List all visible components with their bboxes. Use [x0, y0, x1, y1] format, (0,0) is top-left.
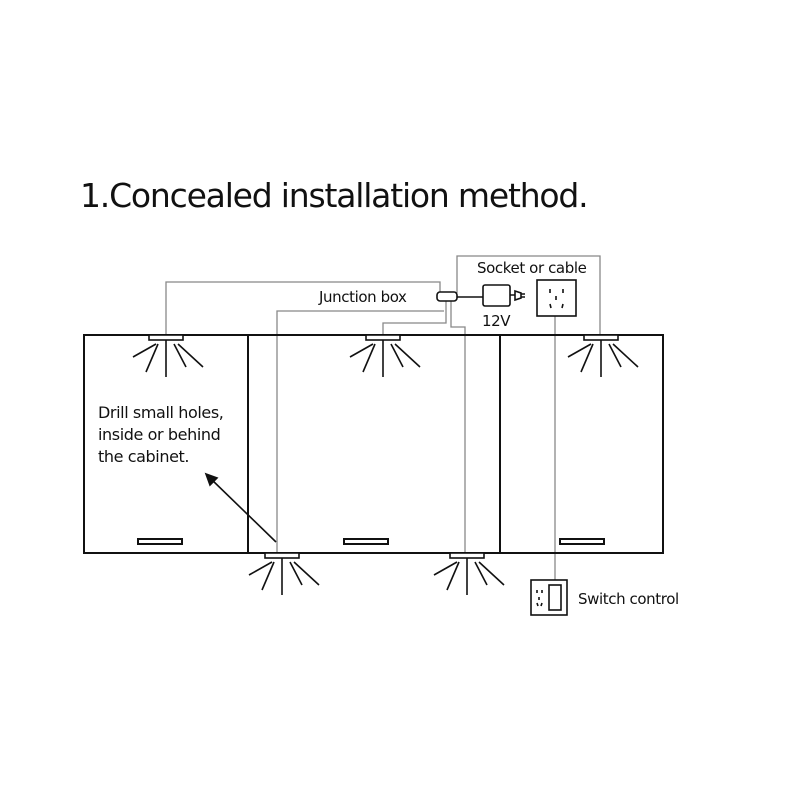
light-fixture-icon: [349, 334, 421, 377]
light-ray: [394, 343, 421, 368]
light-ray: [177, 343, 204, 368]
light-ray: [293, 561, 320, 586]
wire-left-light: [165, 281, 441, 335]
handle: [137, 538, 183, 545]
voltage-label: 12V: [482, 312, 511, 330]
light-ray: [474, 561, 488, 586]
note-line: inside or behind: [98, 425, 221, 444]
light-ray: [612, 343, 639, 368]
junction-box-label: Junction box: [319, 288, 407, 306]
note-line: the cabinet.: [98, 447, 190, 466]
light-ray: [433, 561, 458, 576]
switch-rocker: [548, 584, 562, 611]
drill-note: Drill small holes, inside or behind the …: [98, 402, 258, 468]
junction-box-icon: [436, 291, 458, 302]
light-ray: [446, 561, 460, 591]
wires: [165, 255, 601, 580]
light-ray: [478, 561, 505, 586]
light-ray: [349, 343, 374, 358]
light-ray: [580, 343, 594, 373]
light-ray: [145, 343, 159, 373]
page-title: 1.Concealed installation method.: [80, 176, 589, 215]
light-ray: [362, 343, 376, 373]
socket-holes: [549, 289, 564, 309]
lights: [132, 334, 639, 595]
wire-bottom-left-light: [276, 310, 444, 553]
switch-label: Switch control: [578, 590, 679, 608]
switch-holes: [536, 590, 543, 607]
light-ray: [289, 561, 303, 586]
light-ray: [567, 343, 592, 358]
light-ray: [132, 343, 157, 358]
light-ray: [390, 343, 404, 368]
light-ray: [248, 561, 273, 576]
wire-bottom-right-light: [450, 300, 466, 553]
light-ray: [261, 561, 275, 591]
light-fixture-icon: [248, 552, 320, 595]
light-fixture-icon: [567, 334, 639, 377]
light-fixture-icon: [132, 334, 204, 377]
wire-right-light: [456, 255, 601, 335]
note-arrow: [204, 472, 277, 543]
handle: [343, 538, 389, 545]
light-ray: [608, 343, 622, 368]
socket-label: Socket or cable: [477, 259, 587, 277]
light-fixture-icon: [433, 552, 505, 595]
plug-icon: [510, 289, 525, 302]
light-ray: [173, 343, 187, 368]
power-components: [436, 279, 577, 616]
handle: [559, 538, 605, 545]
wire-middle-light: [382, 300, 447, 335]
note-line: Drill small holes,: [98, 403, 224, 422]
power-adapter-icon: [482, 284, 511, 307]
